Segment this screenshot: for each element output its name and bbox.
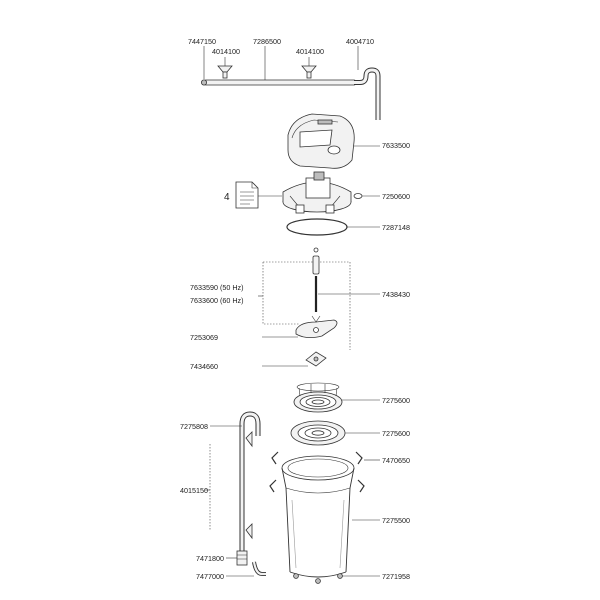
label-4004710: 4004710 (346, 37, 374, 46)
latch-right-top (355, 451, 380, 465)
label-7275500: 7275500 (382, 516, 410, 525)
outlet-elbow-pipe (354, 68, 380, 120)
intake-suction-cup-top (245, 431, 253, 448)
document-icon (235, 181, 282, 209)
label-7434660: 7434660 (190, 362, 218, 371)
canister-feet (293, 573, 380, 584)
filter-basket-lower (290, 420, 380, 446)
label-7447150: 7447150 (188, 37, 216, 46)
latch-left-top (271, 451, 279, 465)
brand-logo-icon (327, 145, 341, 155)
label-7633590: 7633590 (50 Hz) (190, 283, 244, 292)
label-7287148: 7287148 (382, 223, 410, 232)
label-4015150: 4015150 (180, 486, 208, 495)
latch-left (269, 479, 277, 493)
label-7250600: 7250600 (382, 192, 410, 201)
intake-bracket (205, 444, 211, 530)
label-7286500: 7286500 (253, 37, 281, 46)
intake-pipe (210, 411, 261, 558)
sealing-ring (286, 218, 380, 236)
label-7471800: 7471800 (196, 554, 224, 563)
elbow-connector (226, 561, 266, 577)
impeller (262, 351, 327, 367)
label-7275600-lower: 7275600 (382, 429, 410, 438)
filter-basket-upper (293, 382, 380, 413)
label-7253069: 7253069 (190, 333, 218, 342)
label-7633600: 7633600 (60 Hz) (190, 296, 244, 305)
impeller-cover (262, 315, 338, 338)
intake-strainer (226, 550, 248, 566)
label-4014100-right: 4014100 (296, 47, 324, 56)
spray-bar (203, 79, 357, 86)
label-7470650: 7470650 (382, 456, 410, 465)
label-7477000: 7477000 (196, 572, 224, 581)
label-7275808: 7275808 (180, 422, 208, 431)
filter-canister (281, 455, 380, 578)
suction-cup-left (217, 65, 233, 79)
motor-group-bracket (258, 261, 351, 350)
label-4014100-left: 4014100 (212, 47, 240, 56)
impeller-shaft (312, 247, 380, 312)
pump-housing (282, 171, 352, 214)
label-7438430: 7438430 (382, 290, 410, 299)
suction-cup-right (301, 65, 317, 79)
label-7633500: 7633500 (382, 141, 410, 150)
intake-suction-cup-bottom (245, 523, 253, 540)
motor-head (287, 113, 380, 169)
latch-right (357, 479, 365, 493)
label-4: 4 (224, 192, 230, 203)
outlet-pipe-assembly (200, 46, 381, 120)
end-cap (200, 79, 207, 86)
small-o-ring (353, 193, 380, 199)
label-7271958: 7271958 (382, 572, 410, 581)
label-7275600-upper: 7275600 (382, 396, 410, 405)
